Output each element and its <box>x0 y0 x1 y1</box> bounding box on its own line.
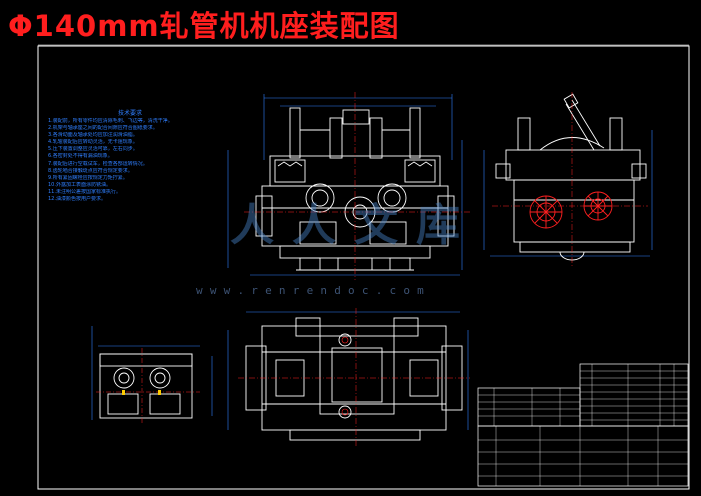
note-line: 4.轧辊装配后应转动灵活，无卡阻现象。 <box>48 139 138 146</box>
note-line: 1.装配前，所有零件均应清除毛刺、飞边等，清洗干净。 <box>48 118 173 124</box>
section-view <box>91 326 213 424</box>
note-line: 2.机架与轴承座之间的配合间隙应符合图纸要求。 <box>48 125 158 132</box>
watermark-url: www.renrendoc.com <box>196 284 431 297</box>
front-view <box>227 92 470 280</box>
side-view <box>483 92 653 266</box>
title-block <box>477 363 689 487</box>
technical-notes: 1.装配前，所有零件均应清除毛刺、飞边等，清洗干净。 2.机架与轴承座之间的配合… <box>48 118 238 203</box>
note-line: 9.所有紧固螺栓应按规定力矩拧紧。 <box>48 174 128 181</box>
drawing-title: Φ140mm轧管机机座装配图 <box>8 9 400 43</box>
note-line: 11.未注明公差按国家标准执行。 <box>48 188 121 195</box>
drawing-border <box>37 45 690 490</box>
note-line: 7.装配后进行空载试车，检查各部运转情况。 <box>48 160 148 167</box>
notes-heading: 技术要求 <box>118 110 143 117</box>
note-line: 3.各滑动面及轴承处均应加注润滑油脂。 <box>48 132 138 139</box>
note-line: 12.油漆颜色按用户要求。 <box>48 196 106 203</box>
watermark-text: 人人文库 <box>230 200 478 251</box>
plan-view <box>227 308 470 446</box>
note-line: 6.各密封处不得有漏油现象。 <box>48 153 113 160</box>
note-line: 8.齿轮啮合接触斑点应符合规定要求。 <box>48 167 133 174</box>
note-line: 5.压下装置调整应灵活可靠，左右同步。 <box>48 146 138 153</box>
note-line: 10.外露加工表面涂防锈油。 <box>48 181 111 188</box>
